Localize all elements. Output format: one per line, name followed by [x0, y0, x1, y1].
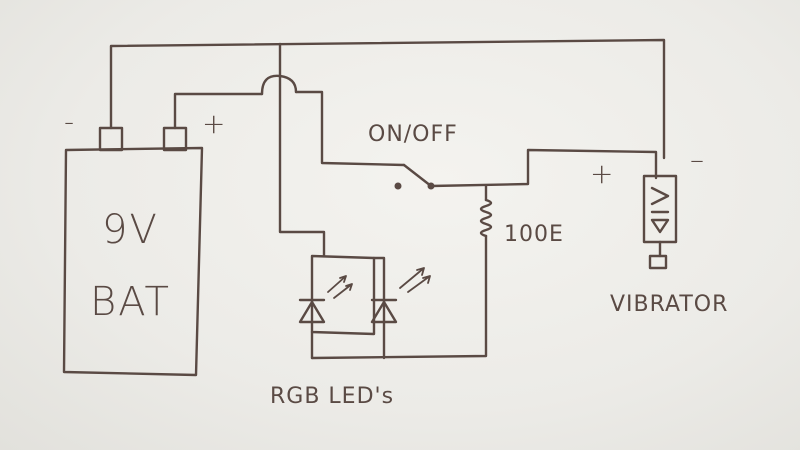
vibrator-negative-sign: – [690, 143, 704, 176]
wire-negative-top [109, 38, 666, 160]
wire-resistor-bottom [310, 234, 488, 360]
vibrator-weight [648, 254, 668, 270]
resistor-body [479, 198, 493, 238]
vibrator-coil [650, 186, 670, 234]
led-1-diode [298, 298, 326, 324]
vibrator-positive-sign: + [590, 157, 614, 190]
led-group-frame [310, 254, 376, 336]
switch-label: ON/OFF [368, 122, 458, 147]
vibrator-label: VIBRATOR [610, 292, 729, 317]
led-1-light-arrows [327, 275, 353, 299]
battery-negative-terminal [98, 126, 124, 152]
wire-positive-switch [173, 92, 264, 130]
led-2-diode [370, 298, 398, 324]
wire-led-feed [278, 42, 326, 258]
battery-negative-sign: - [64, 105, 75, 138]
switch-lever [402, 163, 433, 188]
resistor-label: 100E [504, 222, 564, 247]
battery-label-type: BAT [90, 279, 171, 325]
wire-switch-output [429, 148, 658, 188]
switch-contact-left [394, 182, 402, 190]
wire-positive-switch-2 [294, 90, 406, 167]
battery-label-voltage: 9V [102, 207, 159, 253]
led-2-wire [372, 256, 386, 360]
battery-body [62, 146, 204, 377]
battery-positive-terminal [162, 126, 188, 152]
leds-label: RGB LED's [270, 384, 395, 409]
led-2-light-arrows [399, 267, 431, 293]
battery-positive-sign: + [202, 107, 226, 140]
